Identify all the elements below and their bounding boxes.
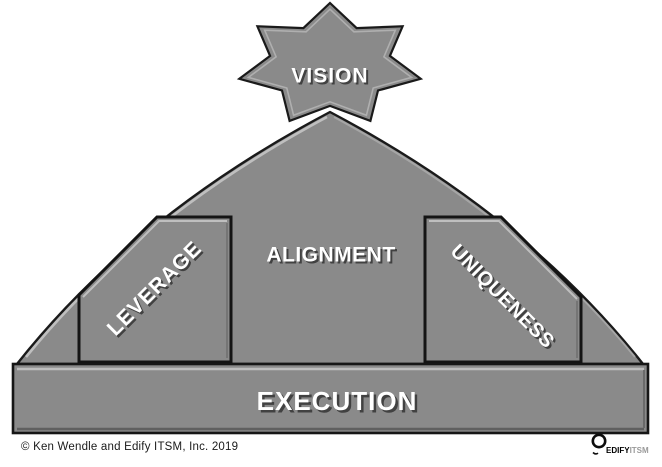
logo-text-itsm: ITSM [629, 446, 649, 455]
leverage-box [77, 215, 233, 364]
uniqueness-box [423, 215, 583, 364]
copyright-text: © Ken Wendle and Edify ITSM, Inc. 2019 [21, 441, 239, 453]
edify-itsm-logo: EDIFYITSM [589, 430, 659, 460]
alignment-label-shadow: ALIGNMENT [268, 245, 397, 268]
logo-wordmark: EDIFYITSM [606, 446, 649, 455]
vision-star [236, 1, 424, 123]
execution-bar [11, 362, 650, 435]
logo-text-edify: EDIFY [606, 446, 630, 455]
leverage-box-bevel [82, 220, 227, 298]
vision-star-bevel [246, 8, 414, 117]
lightbulb-icon [591, 433, 607, 455]
alignment-label: ALIGNMENT [266, 243, 395, 266]
execution-label-shadow: EXECUTION [259, 389, 420, 419]
execution-label: EXECUTION [257, 386, 418, 416]
vision-label: VISION [291, 64, 368, 87]
uniqueness-box-bevel [429, 220, 578, 300]
vision-label-shadow: VISION [293, 66, 370, 89]
